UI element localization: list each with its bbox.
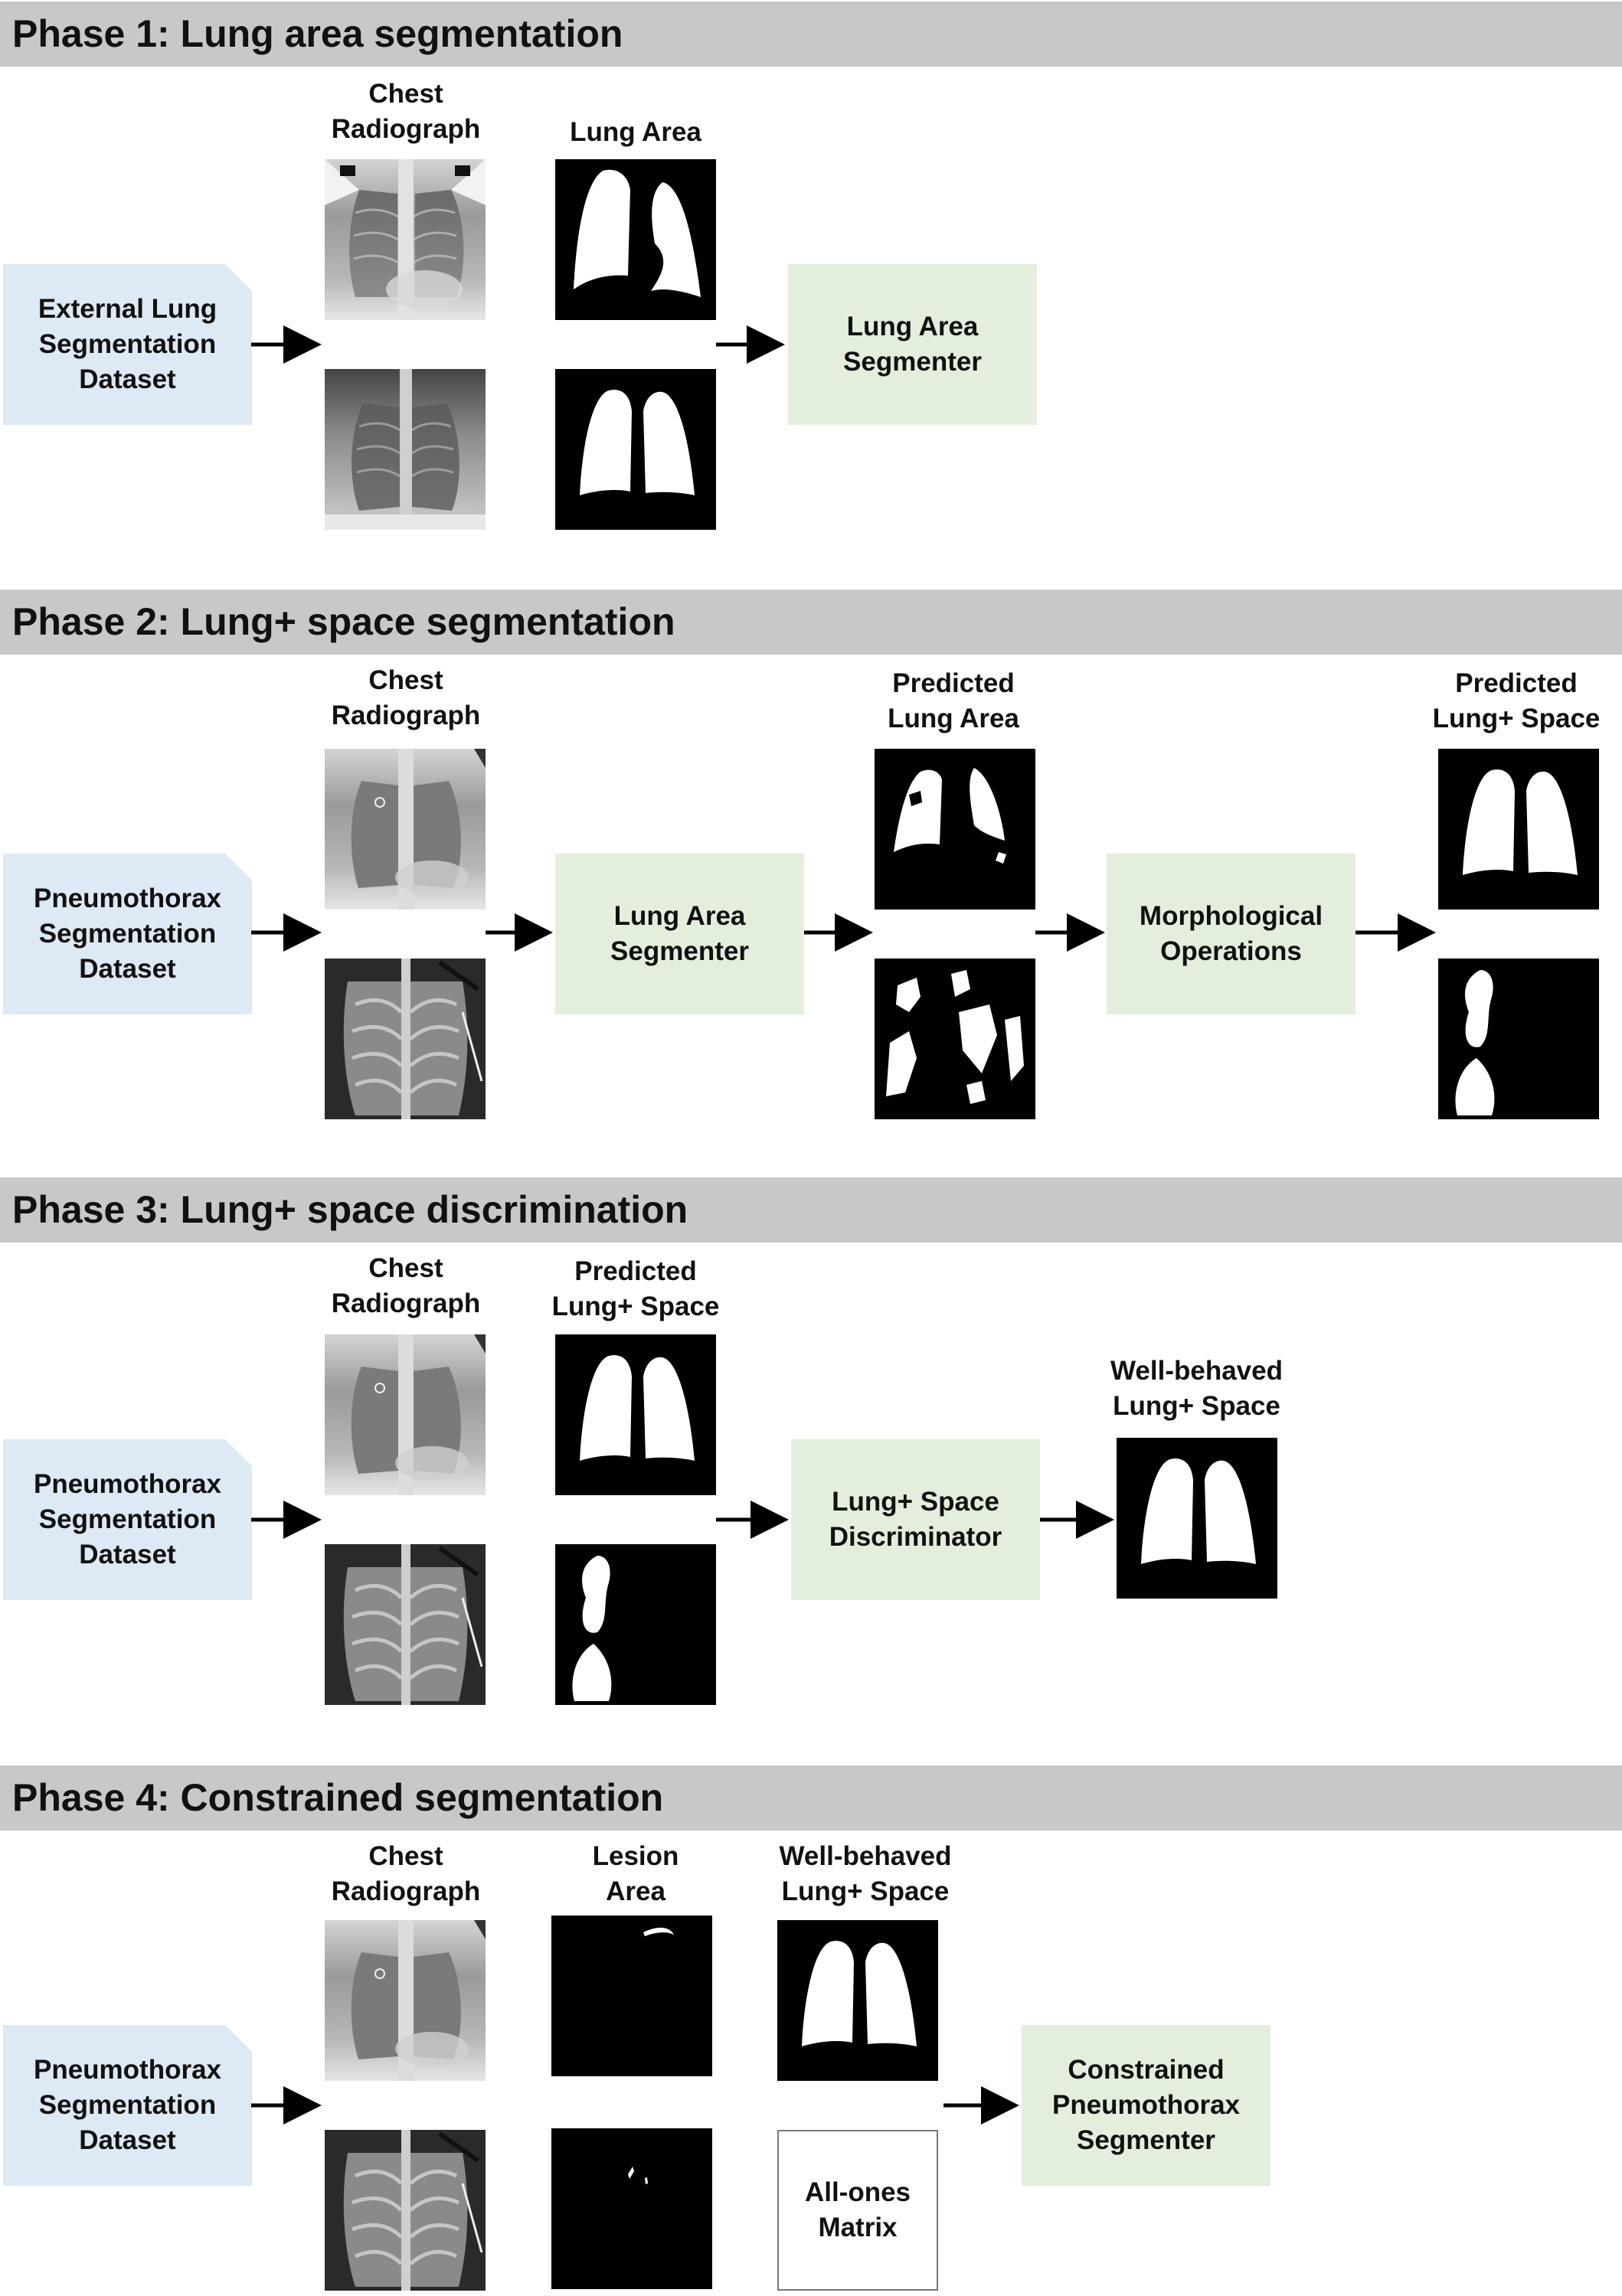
p2-pneumothorax-dataset: Pneumothorax Segmentation Dataset	[3, 854, 252, 1014]
p3-lung-plus-discriminator: Lung+ Space Discriminator	[791, 1439, 1040, 1600]
p2-lung-area-segmenter: Lung Area Segmenter	[555, 854, 804, 1014]
p4-all-ones-matrix: All-ones Matrix	[777, 2130, 938, 2291]
p4-chest-radiograph-label: Chest Radiograph	[331, 1841, 481, 1906]
phase-3-title: Phase 3: Lung+ space discrimination	[0, 1177, 1622, 1243]
p1-lung-area-label: Lung Area	[570, 117, 701, 147]
p3-pneumothorax-dataset: Pneumothorax Segmentation Dataset	[3, 1439, 252, 1600]
p2-predicted-lung-plus-label: Predicted Lung+ Space	[1432, 668, 1601, 733]
p4-pneumothorax-dataset: Pneumothorax Segmentation Dataset	[3, 2025, 252, 2186]
p1-chest-radiograph-label: Chest Radiograph	[331, 79, 481, 144]
phase-2-title: Phase 2: Lung+ space segmentation	[0, 590, 1622, 655]
p3-predicted-lung-plus-label: Predicted Lung+ Space	[551, 1256, 720, 1321]
p1-external-lung-dataset: External Lung Segmentation Dataset	[3, 264, 252, 425]
p2-morphological-operations: Morphological Operations	[1107, 854, 1355, 1014]
phase-1-title: Phase 1: Lung area segmentation	[0, 2, 1622, 67]
p3-chest-radiograph-label: Chest Radiograph	[331, 1253, 481, 1318]
p4-well-behaved-label: Well-behaved Lung+ Space	[779, 1841, 952, 1906]
p2-chest-radiograph-label: Chest Radiograph	[331, 665, 481, 730]
p2-predicted-lung-area-label: Predicted Lung Area	[888, 668, 1019, 733]
p3-well-behaved-label: Well-behaved Lung+ Space	[1110, 1356, 1283, 1421]
phase-4-title: Phase 4: Constrained segmentation	[0, 1765, 1622, 1831]
p4-constrained-segmenter: Constrained Pneumothorax Segmenter	[1022, 2025, 1270, 2186]
p1-lung-area-segmenter: Lung Area Segmenter	[788, 264, 1037, 425]
p4-lesion-area-label: Lesion Area	[592, 1841, 679, 1906]
